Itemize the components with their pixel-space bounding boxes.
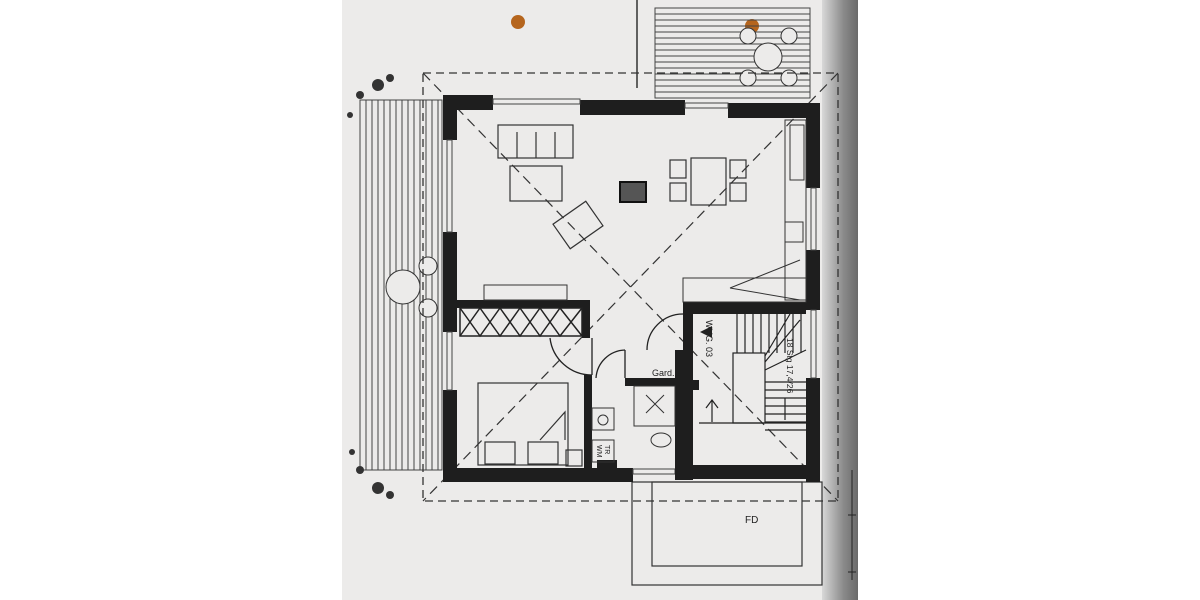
- wardrobe-label: Gard.: [652, 368, 675, 378]
- sideboard: [483, 284, 568, 301]
- windows: [446, 98, 817, 475]
- exterior-walls: [443, 95, 820, 482]
- unit-label: WHG. 03: [704, 320, 714, 357]
- entrance-arrow-icon: [700, 326, 712, 338]
- doors: [549, 313, 684, 379]
- flat-roof-area: [631, 481, 823, 586]
- wardrobe-cabinet: [459, 306, 583, 338]
- flat-roof-label: FD: [745, 515, 758, 526]
- staircase: [699, 313, 807, 431]
- living-furniture: [497, 124, 747, 250]
- punch-hole: [511, 15, 525, 29]
- bed: [477, 382, 583, 467]
- plants: [347, 74, 394, 499]
- left-terrace-table: [385, 256, 438, 318]
- stove: [619, 181, 647, 203]
- dimension-marks: [848, 470, 856, 580]
- roof-outline: [422, 72, 839, 502]
- kitchen: [682, 119, 807, 303]
- terrace-table: [739, 27, 798, 87]
- interior-walls: [457, 300, 806, 480]
- stairs-label: 18 Stg 17,4/26: [785, 338, 795, 394]
- laundry-label-2: TR: [603, 445, 610, 454]
- bathroom-fixtures: [591, 385, 676, 463]
- roof-diagonals: [422, 72, 839, 502]
- laundry-label-1: WM: [595, 445, 602, 458]
